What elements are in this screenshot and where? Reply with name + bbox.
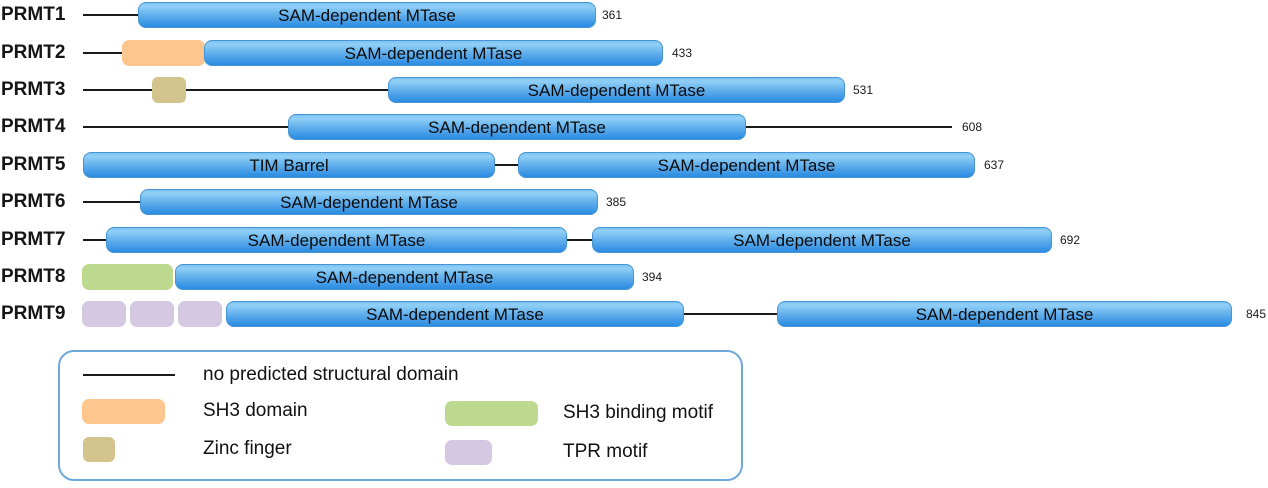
domain-sh3_binding: [82, 264, 173, 290]
protein-length: 692: [1060, 233, 1081, 247]
legend-zinc-finger-swatch: [83, 437, 115, 462]
domain-tpr: [178, 301, 222, 327]
domain-mtase: SAM-dependent MTase: [226, 301, 684, 327]
legend-label-no-domain: no predicted structural domain: [203, 364, 459, 385]
legend-label-zinc-finger: Zinc finger: [203, 438, 292, 459]
legend-tpr-swatch: [445, 440, 492, 465]
protein-name: PRMT9: [1, 303, 66, 324]
domain-mtase: SAM-dependent MTase: [592, 227, 1052, 253]
legend-box: [58, 350, 743, 481]
protein-length: 394: [642, 270, 663, 284]
legend-label-sh3-binding: SH3 binding motif: [563, 402, 713, 423]
domain-mtase: SAM-dependent MTase: [518, 152, 975, 178]
backbone-line: [83, 126, 290, 128]
backbone-line: [83, 239, 108, 241]
backbone-line: [83, 52, 125, 54]
backbone-line: [83, 201, 142, 203]
backbone-line: [83, 14, 140, 16]
backbone-line: [684, 313, 778, 315]
protein-length: 845: [1246, 307, 1267, 321]
protein-name: PRMT6: [1, 191, 66, 212]
legend-sh3-swatch: [82, 399, 165, 424]
protein-length: 531: [853, 83, 874, 97]
backbone-line: [83, 89, 390, 91]
protein-name: PRMT4: [1, 116, 66, 137]
protein-name: PRMT2: [1, 42, 66, 63]
domain-mtase: SAM-dependent MTase: [140, 189, 598, 215]
legend-line-swatch: [83, 374, 175, 376]
backbone-line: [567, 239, 593, 241]
domain-mtase: SAM-dependent MTase: [288, 114, 746, 140]
protein-length: 637: [984, 158, 1005, 172]
protein-name: PRMT5: [1, 154, 66, 175]
domain-mtase: SAM-dependent MTase: [388, 77, 845, 103]
domain-tpr: [82, 301, 126, 327]
protein-name: PRMT3: [1, 79, 66, 100]
legend-label-tpr: TPR motif: [563, 441, 648, 462]
protein-length: 361: [602, 8, 623, 22]
protein-name: PRMT7: [1, 229, 66, 250]
protein-length: 433: [672, 46, 693, 60]
protein-length: 608: [962, 120, 983, 134]
domain-tim: TIM Barrel: [83, 152, 495, 178]
domain-sh3: [122, 40, 205, 66]
domain-mtase: SAM-dependent MTase: [204, 40, 663, 66]
protein-length: 385: [606, 195, 627, 209]
domain-mtase: SAM-dependent MTase: [777, 301, 1232, 327]
domain-zinc: [152, 77, 186, 103]
protein-name: PRMT1: [1, 4, 66, 25]
protein-name: PRMT8: [1, 266, 66, 287]
legend-label-sh3: SH3 domain: [203, 400, 308, 421]
domain-tpr: [130, 301, 174, 327]
legend-sh3-binding-swatch: [445, 401, 538, 426]
domain-mtase: SAM-dependent MTase: [138, 2, 596, 28]
backbone-line: [495, 164, 519, 166]
domain-mtase: SAM-dependent MTase: [106, 227, 567, 253]
domain-mtase: SAM-dependent MTase: [175, 264, 634, 290]
backbone-line: [746, 126, 952, 128]
